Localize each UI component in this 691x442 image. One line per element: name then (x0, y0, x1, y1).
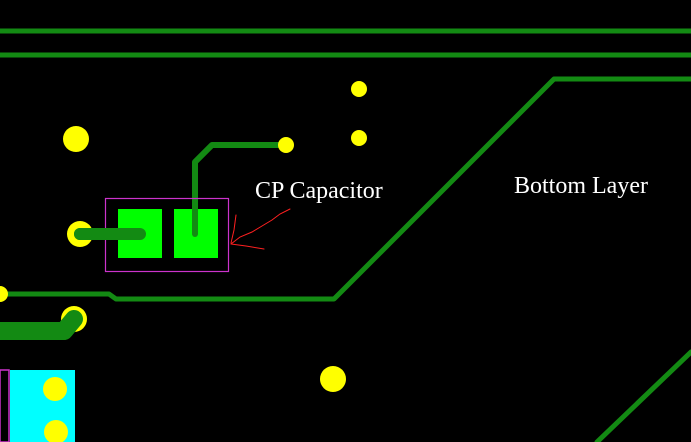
via[interactable] (351, 81, 367, 97)
via[interactable] (44, 420, 68, 442)
via[interactable] (43, 377, 67, 401)
annotation-arrow (230, 208, 291, 250)
via[interactable] (63, 126, 89, 152)
bottom-left-pad-group[interactable] (0, 369, 75, 442)
via[interactable] (351, 130, 367, 146)
via[interactable] (278, 137, 294, 153)
via[interactable] (0, 286, 8, 302)
silkscreen-outline-left (0, 369, 10, 442)
trace-diagonal[interactable] (0, 76, 691, 302)
component-label: CP Capacitor (255, 178, 383, 204)
via[interactable] (320, 366, 346, 392)
trace-bottom-right[interactable] (594, 349, 691, 442)
trace-wide-left-overlay (0, 310, 83, 340)
capacitor-footprint[interactable] (74, 197, 230, 273)
layer-label: Bottom Layer (514, 173, 648, 199)
